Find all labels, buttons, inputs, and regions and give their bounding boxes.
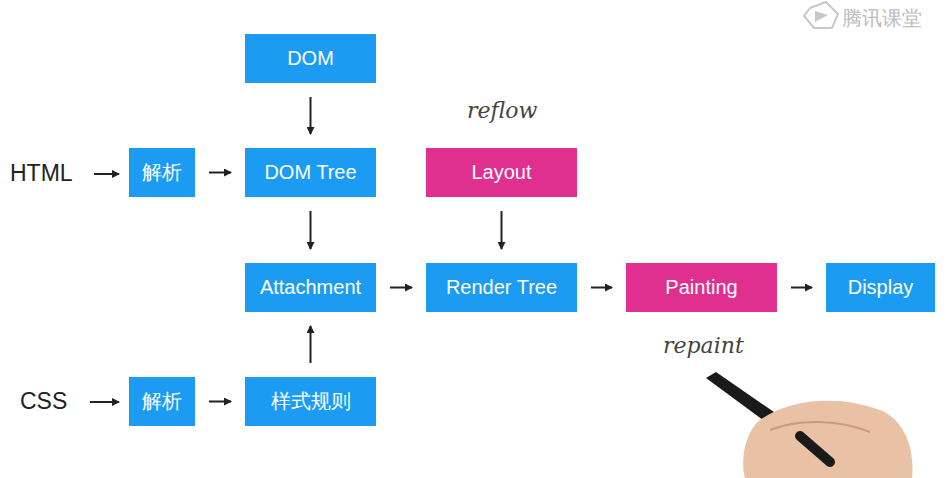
process-box: DOM Tree — [245, 148, 376, 197]
flow-arrow — [791, 287, 812, 289]
flow-arrow — [310, 97, 312, 134]
box-text: DOM Tree — [264, 161, 356, 184]
flow-arrow — [390, 287, 412, 289]
process-box: 样式规则 — [245, 377, 376, 426]
handwritten-note: reflow — [467, 98, 537, 123]
input-arrow — [94, 173, 119, 175]
parser-box: 解析 — [129, 148, 195, 197]
flow-arrow — [209, 401, 231, 403]
box-text: Attachment — [260, 276, 361, 299]
flow-arrow — [209, 172, 231, 174]
watermark-icon — [804, 2, 838, 28]
process-box: Display — [826, 263, 935, 312]
stage-box: Layout — [426, 148, 577, 197]
flow-arrow — [591, 287, 612, 289]
box-text: DOM — [287, 47, 334, 70]
hand-with-pen — [706, 372, 913, 478]
flow-arrow — [310, 326, 312, 363]
input-arrow — [90, 401, 119, 403]
box-text: 样式规则 — [271, 388, 351, 415]
flow-arrow — [310, 211, 312, 249]
flow-arrow — [501, 211, 503, 249]
box-text: Painting — [665, 276, 737, 299]
box-text: Display — [848, 276, 914, 299]
input-label: CSS — [20, 388, 67, 415]
process-box: Attachment — [245, 263, 376, 312]
parser-box: 解析 — [129, 377, 195, 426]
process-box: DOM — [245, 34, 376, 83]
box-text: Render Tree — [446, 276, 557, 299]
box-text: Layout — [471, 161, 531, 184]
input-label: HTML — [10, 160, 73, 187]
box-text: 解析 — [142, 159, 182, 186]
box-text: 解析 — [142, 388, 182, 415]
process-box: Render Tree — [426, 263, 577, 312]
watermark: 腾讯课堂 — [842, 5, 922, 32]
stage-box: Painting — [626, 263, 777, 312]
handwritten-note: repaint — [663, 333, 744, 358]
